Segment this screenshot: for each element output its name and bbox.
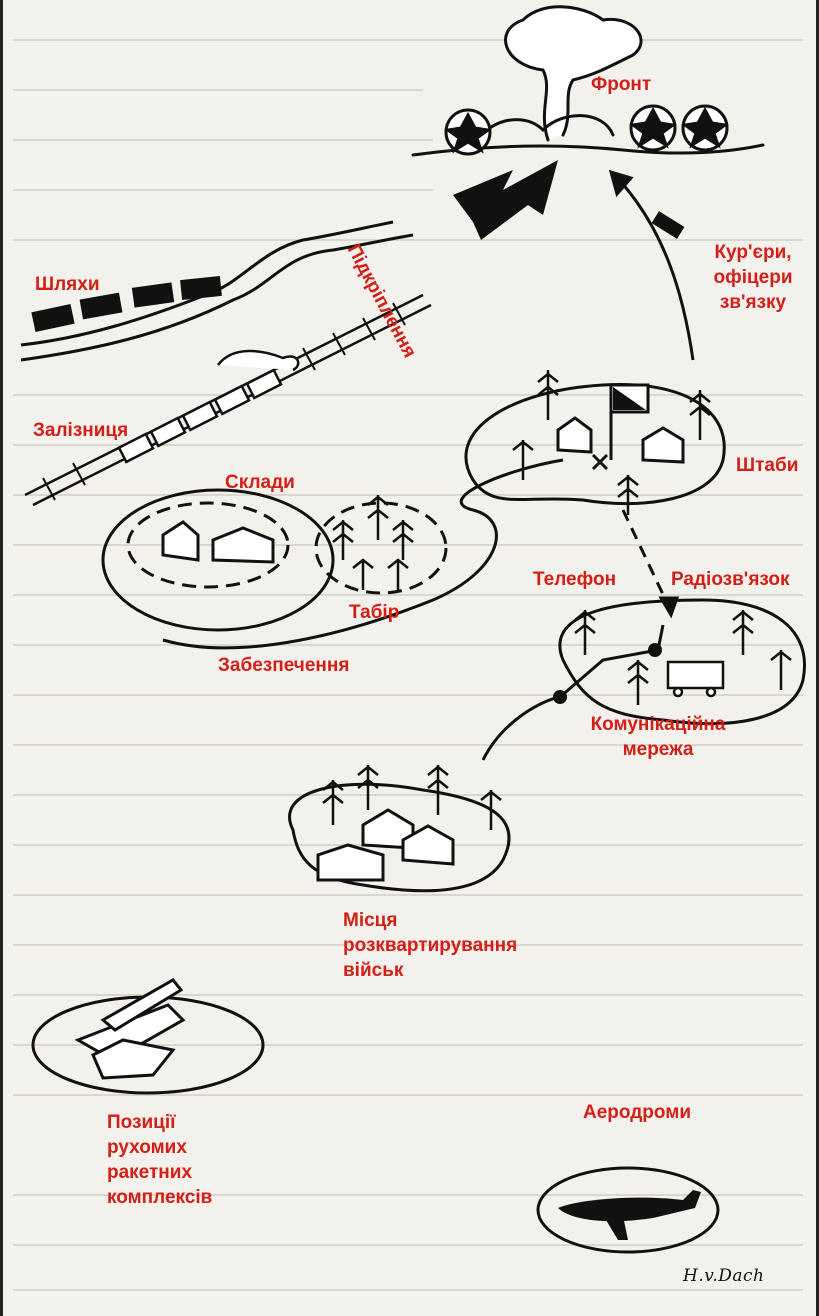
- label-comm-network-line: мережа: [583, 737, 733, 762]
- label-missile-positions-line: комплексів: [107, 1185, 212, 1210]
- reinforcement-arrow: [453, 160, 558, 240]
- label-couriers-line: Кур'єри,: [703, 240, 803, 265]
- label-radio: Радіозв'язок: [671, 567, 790, 592]
- label-railway: Залізниця: [33, 418, 128, 443]
- troop-quarters-area: [290, 784, 510, 890]
- network-node-icon: [648, 643, 662, 657]
- label-couriers: Кур'єри, офіцери зв'язку: [703, 240, 803, 315]
- label-camp: Табір: [349, 600, 399, 625]
- label-supply: Забезпечення: [218, 653, 349, 678]
- label-missile-positions-line: Позиції: [107, 1110, 212, 1135]
- label-troop-quarters: Місця розквартирування військ: [343, 908, 517, 983]
- radio-vehicle-icon: [668, 662, 723, 696]
- label-troop-quarters-line: військ: [343, 958, 517, 983]
- label-comm-network: Комунікаційна мережа: [583, 712, 733, 762]
- artist-signature: H.v.Dach: [683, 1266, 764, 1286]
- label-comm-network-line: Комунікаційна: [583, 712, 733, 737]
- label-headquarters: Штаби: [736, 453, 798, 478]
- label-telephone: Телефон: [533, 567, 616, 592]
- airplane-icon: [558, 1190, 701, 1240]
- label-depots: Склади: [225, 470, 295, 495]
- label-missile-positions-line: ракетних: [107, 1160, 212, 1185]
- label-troop-quarters-line: Місця: [343, 908, 517, 933]
- label-airfields: Аеродроми: [583, 1100, 691, 1125]
- label-front: Фронт: [591, 72, 651, 97]
- label-roads: Шляхи: [35, 272, 100, 297]
- camp-area: [316, 503, 446, 593]
- network-node-icon: [553, 690, 567, 704]
- label-couriers-line: зв'язку: [703, 290, 803, 315]
- label-troop-quarters-line: розквартирування: [343, 933, 517, 958]
- label-missile-positions-line: рухомих: [107, 1135, 212, 1160]
- courier-arrow: [611, 172, 693, 360]
- label-couriers-line: офіцери: [703, 265, 803, 290]
- label-missile-positions: Позиції рухомих ракетних комплексів: [107, 1110, 212, 1210]
- troop-tree-icons: [323, 765, 501, 830]
- missile-area: [33, 980, 263, 1093]
- depots-area: [103, 490, 333, 630]
